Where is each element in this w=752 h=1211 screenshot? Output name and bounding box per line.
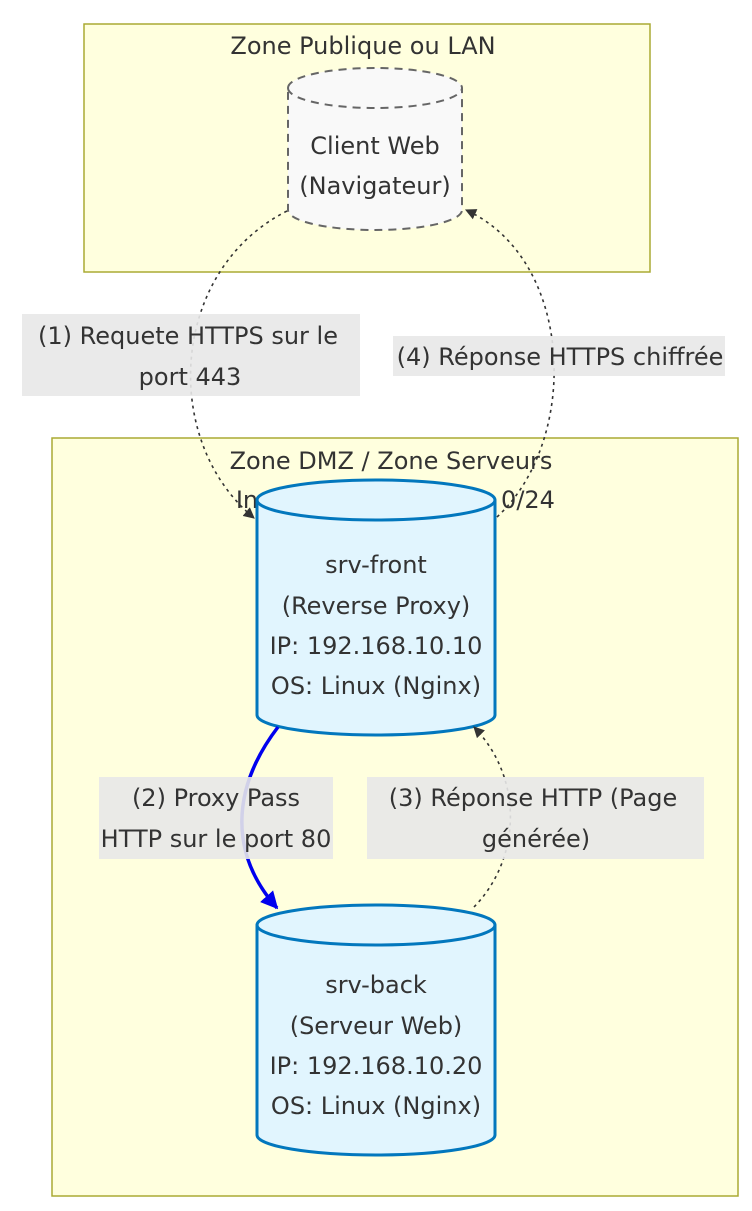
zone-public-title: Zone Publique ou LAN — [230, 32, 495, 60]
edge-2-label-line-1: (2) Proxy Pass — [132, 784, 300, 812]
srv-front-label-line-3: IP: 192.168.10.10 — [270, 632, 483, 660]
edge-4-label: (4) Réponse HTTPS chiffrée — [393, 336, 725, 376]
edge-2-label-line-2: HTTP sur le port 80 — [101, 825, 332, 853]
edge-3-response-http — [473, 726, 512, 908]
srv-front-cylinder-rim — [255, 499, 497, 522]
client-cylinder-rim — [287, 87, 463, 109]
edge-1-label: (1) Requete HTTPS sur le port 443 — [22, 314, 360, 396]
srv-back-cylinder-rim — [255, 924, 497, 947]
srv-back-label-line-3: IP: 192.168.10.20 — [270, 1052, 483, 1080]
srv-back-label-line-4: OS: Linux (Nginx) — [271, 1092, 481, 1120]
client-cylinder-body — [287, 67, 463, 231]
client-label-line-2: (Navigateur) — [299, 172, 450, 200]
srv-back-cylinder-body — [255, 903, 497, 1157]
edge-1-label-line-1: (1) Requete HTTPS sur le — [38, 322, 338, 350]
zone-dmz-title: Zone DMZ / Zone Serveurs — [230, 447, 553, 475]
edge-3-label-bg — [367, 777, 704, 859]
edge-3-label: (3) Réponse HTTP (Page générée) — [367, 777, 704, 859]
zone-dmz-subtitle-left: In — [236, 486, 258, 514]
client-label-line-1: Client Web — [310, 132, 439, 160]
edge-3-label-line-2: générée) — [482, 825, 590, 853]
srv-back-node: srv-back (Serveur Web) IP: 192.168.10.20… — [255, 903, 497, 1157]
srv-front-cylinder-body — [255, 478, 497, 737]
edge-4-label-line-1: (4) Réponse HTTPS chiffrée — [397, 343, 724, 371]
zone-dmz-subtitle-right: 0/24 — [501, 486, 555, 514]
edge-1-label-bg — [22, 314, 360, 396]
edge-4-label-bg — [393, 336, 725, 376]
srv-back-label-line-2: (Serveur Web) — [290, 1012, 463, 1040]
srv-front-label-line-1: srv-front — [325, 551, 427, 579]
srv-front-label-line-4: OS: Linux (Nginx) — [271, 672, 481, 700]
srv-front-label-line-2: (Reverse Proxy) — [282, 592, 471, 620]
edge-2-label: (2) Proxy Pass HTTP sur le port 80 — [99, 777, 333, 859]
srv-back-label-line-1: srv-back — [325, 971, 427, 999]
srv-front-node: srv-front (Reverse Proxy) IP: 192.168.10… — [255, 478, 497, 737]
client-web-node: Client Web (Navigateur) — [287, 67, 463, 231]
edge-3-label-line-1: (3) Réponse HTTP (Page — [389, 784, 678, 812]
edge-1-label-line-2: port 443 — [139, 363, 242, 391]
edge-2-label-bg — [99, 777, 333, 859]
